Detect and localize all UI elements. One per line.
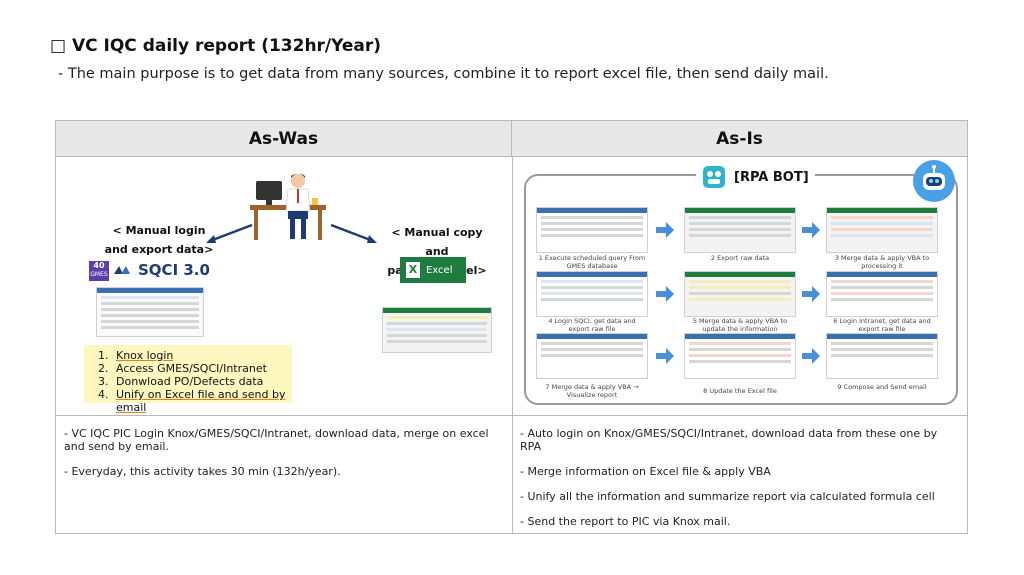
flow-arrow-icon (656, 286, 674, 302)
left-down-arrow-icon (206, 223, 253, 243)
step-9-screenshot (826, 333, 938, 379)
step-6-screenshot (826, 271, 938, 317)
list-item: Knox login (112, 349, 292, 362)
flow-arrow-icon (802, 348, 820, 364)
flow-arrow-icon (656, 222, 674, 238)
page-subtitle: - The main purpose is to get data from m… (58, 66, 829, 82)
gmes-logo: 40 GMES (89, 261, 109, 281)
manual-steps-list: Knox login Access GMES/SQCI/Intranet Don… (84, 345, 292, 414)
flow-arrow-icon (656, 348, 674, 364)
list-item: Donwload PO/Defects data (112, 375, 292, 388)
person-at-desk-icon (250, 173, 326, 240)
row-divider (56, 415, 967, 416)
step-3-screenshot (826, 207, 938, 253)
rpa-bot-label: [RPA BOT] (696, 165, 815, 189)
list-item: Access GMES/SQCI/Intranet (112, 362, 292, 375)
manual-login-note: < Manual login and export data> (104, 224, 214, 256)
page-title: □ VC IQC daily report (132hr/Year) (50, 36, 382, 56)
excel-logo: X Excel (400, 257, 466, 283)
flow-arrow-icon (802, 286, 820, 302)
step-5-caption: 5 Merge data & apply VBA to update the i… (692, 317, 788, 333)
step-4-caption: 4 Login SQCI, get data and export raw fi… (548, 317, 636, 333)
step-7-caption: 7 Merge data & apply VBA → Visualize rep… (545, 383, 639, 399)
column-divider (512, 157, 513, 534)
step-4-screenshot (536, 271, 648, 317)
step-9-caption: 9 Compose and Send email (837, 383, 927, 391)
stk-logo-icon (113, 264, 131, 276)
excel-icon: X (406, 262, 420, 278)
step-1-screenshot (536, 207, 648, 253)
robot-avatar-icon (913, 160, 955, 202)
step-2-caption: 2 Export raw data (710, 254, 770, 262)
step-3-caption: 3 Merge data & apply VBA to processing i… (834, 254, 930, 270)
step-7-screenshot (536, 333, 648, 379)
step-8-caption: 8 Update the Excel file (703, 387, 777, 395)
step-8-screenshot (684, 333, 796, 379)
step-5-screenshot (684, 271, 796, 317)
step-1-caption: 1 Execute scheduled query From GMES data… (538, 254, 646, 270)
as-was-description: - VC IQC PIC Login Knox/GMES/SQCI/Intran… (64, 427, 489, 478)
step-6-caption: 6 Login intranet, get data and export ra… (833, 317, 931, 333)
comparison-table: As-Was As-Is < Manual login and export d… (55, 120, 968, 534)
step-2-screenshot (684, 207, 796, 253)
sqci-logo: SQCI 3.0 (138, 261, 210, 279)
sqci-screenshot (96, 287, 204, 337)
as-was-header: As-Was (56, 121, 512, 157)
right-down-arrow-icon (330, 223, 377, 243)
list-item: Unify on Excel file and send by email (112, 388, 292, 414)
as-is-header: As-Is (512, 121, 967, 157)
flow-arrow-icon (802, 222, 820, 238)
as-is-description: - Auto login on Knox/GMES/SQCI/Intranet,… (520, 427, 938, 528)
excel-screenshot (382, 307, 492, 353)
rpa-app-icon (703, 166, 725, 188)
